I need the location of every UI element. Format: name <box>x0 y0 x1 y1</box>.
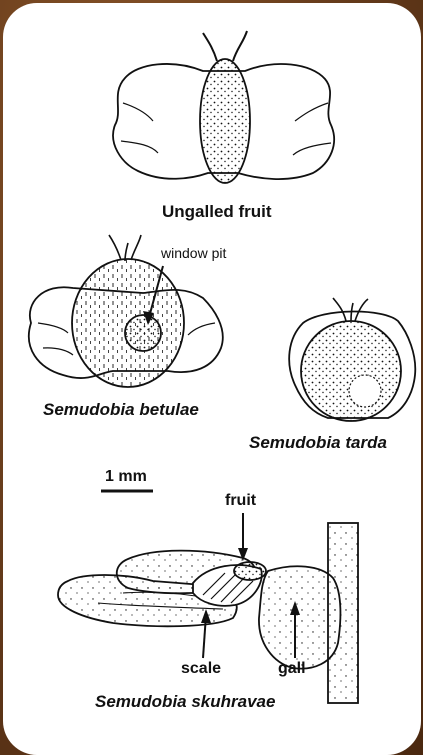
ungalled-seed <box>200 59 250 183</box>
figure-card: Ungalled fruit window pit Semudobia betu… <box>3 3 421 755</box>
tarda-pit <box>349 375 381 407</box>
annotation-fruit: fruit <box>225 493 256 509</box>
annotation-window-pit: window pit <box>161 246 226 260</box>
figure-drawing <box>3 3 421 755</box>
skuhravae-fruit <box>234 562 266 580</box>
caption-ungalled-fruit: Ungalled fruit <box>162 203 272 220</box>
betulae-window-pit <box>125 315 161 351</box>
caption-semudobia-tarda: Semudobia tarda <box>249 434 387 451</box>
annotation-scale: scale <box>181 661 221 677</box>
scale-bar-label: 1 mm <box>105 469 147 485</box>
annotation-gall: gall <box>278 661 306 677</box>
tarda-gall <box>301 321 401 421</box>
caption-semudobia-skuhravae: Semudobia skuhravae <box>95 693 275 710</box>
caption-semudobia-betulae: Semudobia betulae <box>43 401 199 418</box>
skuhravae-gall <box>259 566 340 668</box>
ungalled-fruit-drawing <box>113 31 334 183</box>
tarda-drawing <box>289 298 415 421</box>
ungalled-styles <box>203 31 247 61</box>
